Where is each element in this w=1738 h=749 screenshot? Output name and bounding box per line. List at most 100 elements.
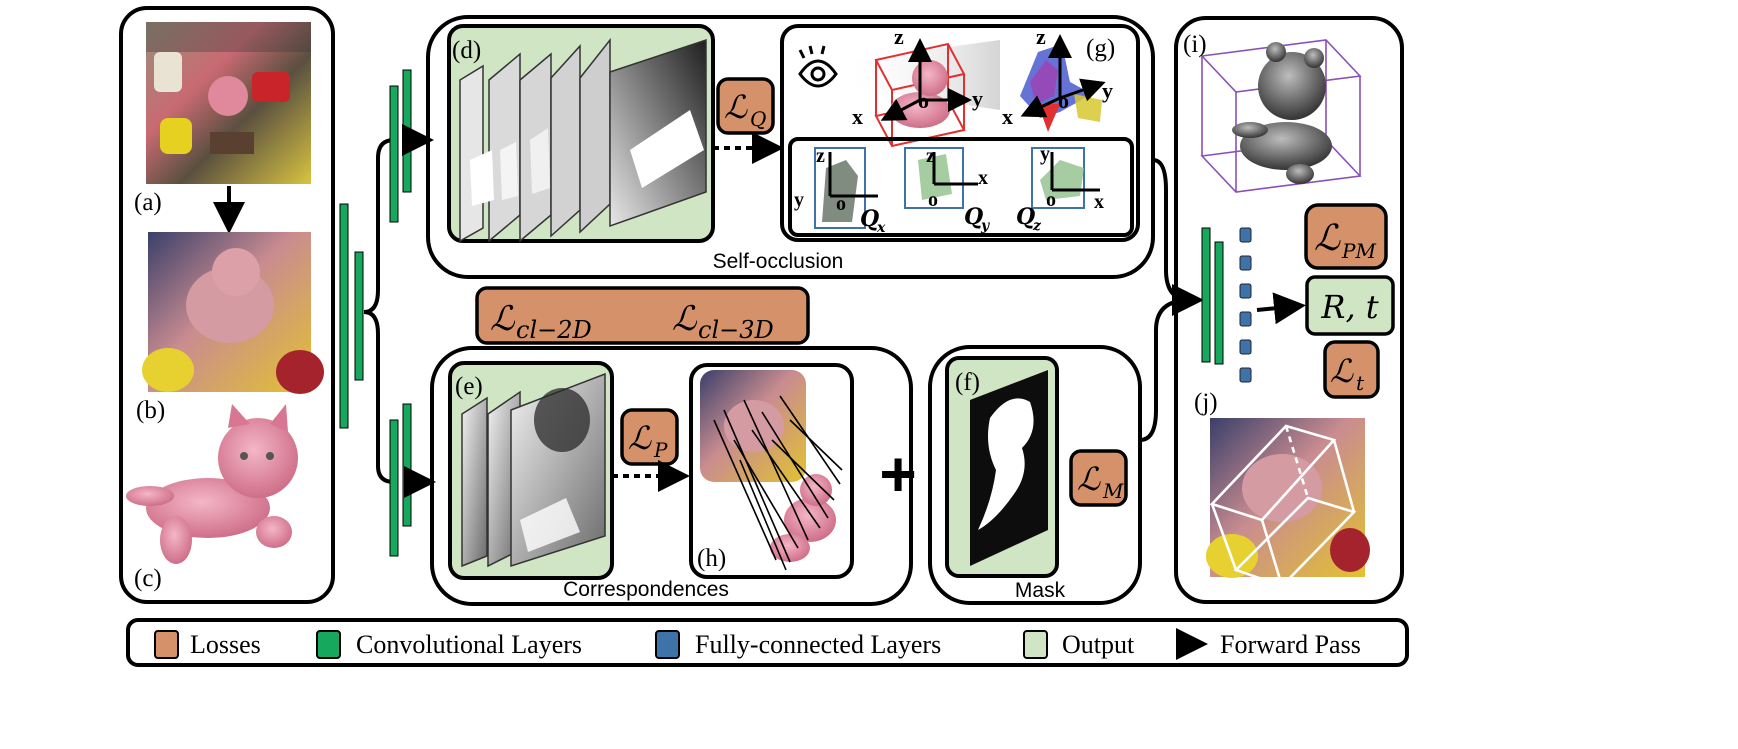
object-model — [126, 404, 298, 564]
fc-layer — [1239, 227, 1252, 383]
pose-render-i — [1200, 39, 1362, 193]
label-qx: Q x — [860, 206, 886, 236]
mask-silhouette — [978, 398, 1034, 530]
axis-o-right: o — [1058, 88, 1069, 113]
svg-text:x: x — [876, 220, 886, 236]
branch-split — [363, 138, 395, 484]
axes-right — [1020, 34, 1106, 118]
axis-o-qz: o — [1046, 189, 1056, 211]
axis-y-qz: y — [1040, 143, 1050, 165]
axis-z-qx: z — [816, 145, 825, 167]
output-rt: R, t — [1305, 275, 1395, 336]
eye-icon — [798, 45, 838, 88]
axis-z-qy: z — [926, 145, 935, 167]
correspondence-lines — [713, 395, 843, 571]
svg-text:Q: Q — [860, 206, 879, 232]
axis-o-left: o — [918, 88, 929, 113]
svg-text:Fully-connected Layers: Fully-connected Layers — [695, 630, 941, 659]
svg-text:ℒ: ℒ — [1077, 460, 1101, 498]
axis-y-right: y — [1102, 78, 1113, 103]
svg-text:Forward Pass: Forward Pass — [1220, 630, 1361, 659]
loss-q: ℒ Q — [716, 77, 775, 135]
panel-label-h: (h) — [697, 545, 726, 572]
panel-label-g: (g) — [1086, 35, 1115, 62]
input-panel — [119, 6, 335, 604]
svg-text:Q: Q — [964, 204, 983, 230]
plus-sign: + — [879, 438, 916, 510]
axis-z-left: z — [894, 24, 904, 49]
branch-conv-top — [389, 69, 412, 223]
svg-text:ℒ: ℒ — [724, 88, 748, 126]
legend-item-forward-pass: Forward Pass — [1176, 628, 1361, 660]
axis-x-left: x — [852, 104, 863, 129]
svg-text:cl−2D: cl−2D — [516, 316, 592, 344]
loss-t: ℒ t — [1323, 340, 1380, 399]
occlusion-map-stack — [459, 37, 707, 243]
svg-text:ℒ: ℒ — [672, 299, 698, 339]
projections-box — [788, 137, 1134, 237]
svg-text:y: y — [980, 218, 990, 234]
panel-label-d: (d) — [452, 37, 481, 64]
arrow-to-rt — [1256, 292, 1306, 325]
svg-text:Q: Q — [750, 107, 766, 131]
svg-text:R, t: R, t — [1320, 288, 1378, 326]
svg-text:z: z — [1032, 218, 1042, 234]
title-mask: Mask — [1015, 579, 1066, 602]
backbone-conv-layers — [339, 203, 364, 429]
svg-text:cl−3D: cl−3D — [698, 316, 774, 344]
panel-h — [689, 363, 854, 579]
svg-text:Output: Output — [1062, 630, 1135, 659]
axis-x-right: x — [1002, 104, 1013, 129]
panel-label-e: (e) — [455, 373, 483, 400]
panel-g — [780, 24, 1140, 242]
regression-conv-layers — [1201, 227, 1224, 365]
axis-o-qy: o — [928, 189, 938, 211]
title-self-occlusion: Self-occlusion — [713, 250, 844, 273]
legend — [126, 618, 1409, 667]
loss-m: ℒ M — [1069, 449, 1128, 507]
legend-item-output: Output — [1023, 630, 1135, 659]
matching-image — [700, 370, 836, 562]
svg-text:Losses: Losses — [190, 630, 261, 659]
title-correspondences: Correspondences — [563, 578, 729, 601]
axis-y-left: y — [972, 86, 983, 111]
legend-item-fc: Fully-connected Layers — [655, 630, 941, 659]
cropped-image — [142, 232, 324, 394]
projection-qy — [904, 147, 978, 209]
panel-label-f: (f) — [955, 369, 980, 396]
svg-text:M: M — [1102, 479, 1124, 503]
output-panel — [1174, 16, 1404, 604]
panel-label-b: (b) — [136, 397, 165, 424]
svg-text:P: P — [653, 438, 668, 462]
svg-text:ℒ: ℒ — [628, 419, 652, 457]
correspondences-panel — [430, 346, 913, 606]
svg-text:Q: Q — [1016, 204, 1035, 230]
branch-conv-bottom — [389, 403, 412, 557]
axis-o-qx: o — [836, 193, 846, 215]
legend-item-losses: Losses — [154, 630, 261, 659]
mask-panel — [928, 345, 1142, 605]
axis-x-qz: x — [1094, 191, 1104, 213]
legend-item-conv: Convolutional Layers — [316, 630, 582, 659]
panel-label-a: (a) — [134, 189, 162, 216]
loss-cl: ℒ cl−2D ℒ cl−3D — [475, 286, 810, 345]
self-occlusion-panel — [426, 15, 1155, 279]
panel-label-c: (c) — [134, 565, 162, 592]
svg-text:PM: PM — [1341, 239, 1376, 263]
panel-label-j: (j) — [1194, 389, 1218, 416]
svg-text:ℒ: ℒ — [490, 299, 516, 339]
projection-qx — [814, 147, 878, 229]
axes-left — [880, 38, 972, 121]
projection-qz — [1031, 147, 1100, 209]
scene-image — [146, 22, 311, 184]
panel-label-i: (i) — [1183, 31, 1207, 58]
svg-text:t: t — [1356, 371, 1365, 395]
axis-z-right: z — [1036, 24, 1046, 49]
svg-text:ℒ: ℒ — [1314, 218, 1341, 259]
pose-result-j — [1206, 418, 1370, 588]
loss-pm: ℒ PM — [1304, 203, 1388, 270]
correspondence-map-stack — [461, 372, 606, 568]
svg-text:ℒ: ℒ — [1330, 352, 1354, 390]
svg-text:Convolutional Layers: Convolutional Layers — [356, 630, 582, 659]
